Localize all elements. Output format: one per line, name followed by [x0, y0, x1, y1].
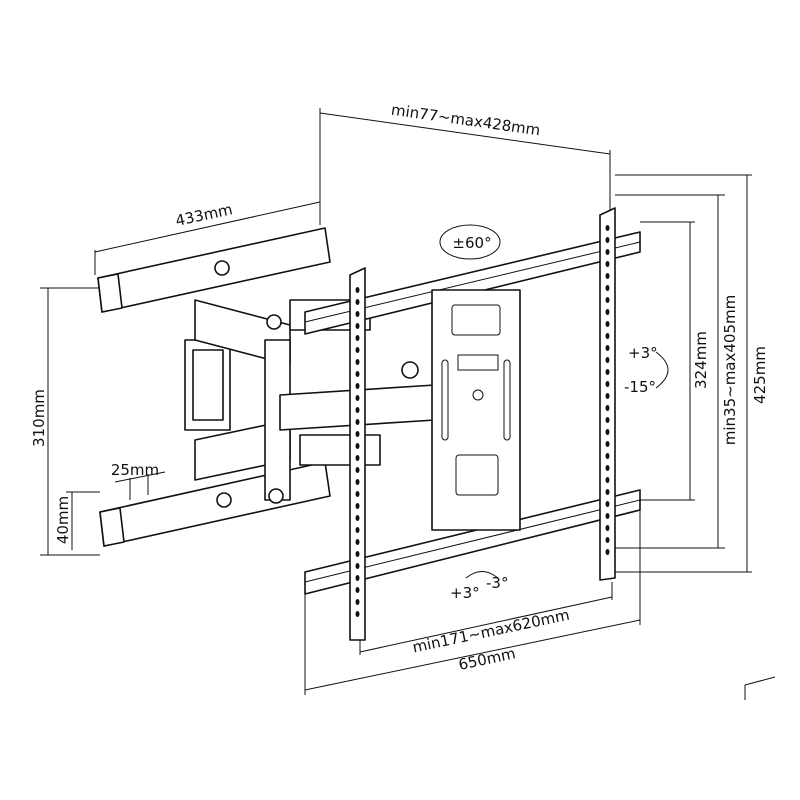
bracket-hole	[605, 441, 610, 447]
wall-plate-dimensions: 310mm 40mm 25mm	[30, 287, 166, 556]
bracket-hole	[355, 359, 360, 365]
bracket-hole	[605, 309, 610, 315]
arm-width-label: 40mm	[54, 496, 72, 544]
bracket-hole	[605, 261, 610, 267]
bracket-hole	[605, 465, 610, 471]
bracket-hole	[605, 381, 610, 387]
tilt-annotation: +3° -15°	[624, 344, 669, 396]
bracket-hole	[355, 419, 360, 425]
swivel-label: ±60°	[452, 234, 491, 252]
bracket-hole	[355, 431, 360, 437]
bracket-hole	[605, 297, 610, 303]
bracket-hole	[605, 357, 610, 363]
bracket-hole	[355, 347, 360, 353]
right-dimensions: 324mm min35~max405mm 425mm	[615, 174, 769, 573]
swivel-annotation: ±60°	[439, 224, 501, 260]
corner-mark	[744, 676, 776, 700]
extension-dimension: min77~max428mm	[319, 101, 611, 222]
bracket-hole	[605, 321, 610, 327]
wall-plate	[97, 227, 436, 547]
bracket-hole	[355, 527, 360, 533]
bracket-hole	[355, 587, 360, 593]
bracket-hole	[605, 333, 610, 339]
bracket-hole	[605, 489, 610, 495]
bracket-hole	[605, 345, 610, 351]
bracket-hole	[355, 515, 360, 521]
vertical-brackets	[349, 207, 616, 641]
bracket-hole	[355, 503, 360, 509]
level-annotation: +3° -3°	[450, 571, 508, 602]
bracket-hole	[355, 323, 360, 329]
bracket-hole	[605, 249, 610, 255]
bracket-hole	[355, 311, 360, 317]
bracket-hole	[355, 395, 360, 401]
bracket-hole	[355, 467, 360, 473]
bracket-hole	[355, 491, 360, 497]
bracket-inner-label: 324mm	[692, 331, 710, 389]
tilt-up-label: +3°	[628, 344, 658, 362]
arm-length-label: 433mm	[174, 200, 234, 230]
bracket-hole	[355, 443, 360, 449]
bracket-hole	[355, 551, 360, 557]
wall-plate-height-label: 310mm	[30, 389, 48, 447]
level-plus-label: +3°	[450, 584, 480, 602]
bracket-hole	[605, 393, 610, 399]
bracket-hole	[605, 369, 610, 375]
bracket-hole	[605, 405, 610, 411]
bracket-hole	[355, 563, 360, 569]
bracket-hole	[605, 513, 610, 519]
bracket-hole	[355, 287, 360, 293]
bracket-hole	[355, 299, 360, 305]
bracket-hole	[355, 479, 360, 485]
bracket-hole	[605, 537, 610, 543]
bracket-hole	[605, 453, 610, 459]
bracket-hole	[355, 455, 360, 461]
level-minus-label: -3°	[486, 574, 508, 592]
bracket-hole	[605, 273, 610, 279]
bracket-hole	[605, 477, 610, 483]
tilt-down-label: -15°	[624, 378, 656, 396]
center-plate	[431, 289, 521, 531]
rail-width-label: 650mm	[457, 644, 517, 674]
bracket-hole	[355, 407, 360, 413]
bracket-height-label: 425mm	[751, 346, 769, 404]
bracket-hole	[355, 539, 360, 545]
bracket-hole	[605, 525, 610, 531]
bracket-hole	[355, 599, 360, 605]
bracket-hole	[605, 285, 610, 291]
bracket-hole	[355, 383, 360, 389]
bracket-hole	[605, 225, 610, 231]
bracket-hole	[605, 429, 610, 435]
bracket-hole	[355, 575, 360, 581]
bracket-hole	[605, 501, 610, 507]
bracket-hole	[355, 371, 360, 377]
bracket-hole	[355, 335, 360, 341]
bracket-hole	[605, 237, 610, 243]
bracket-hole	[605, 549, 610, 555]
bracket-hole	[605, 417, 610, 423]
vesa-vertical-label: min35~max405mm	[721, 295, 739, 445]
bracket-hole	[355, 611, 360, 617]
rail-gap-label: 25mm	[111, 461, 159, 479]
